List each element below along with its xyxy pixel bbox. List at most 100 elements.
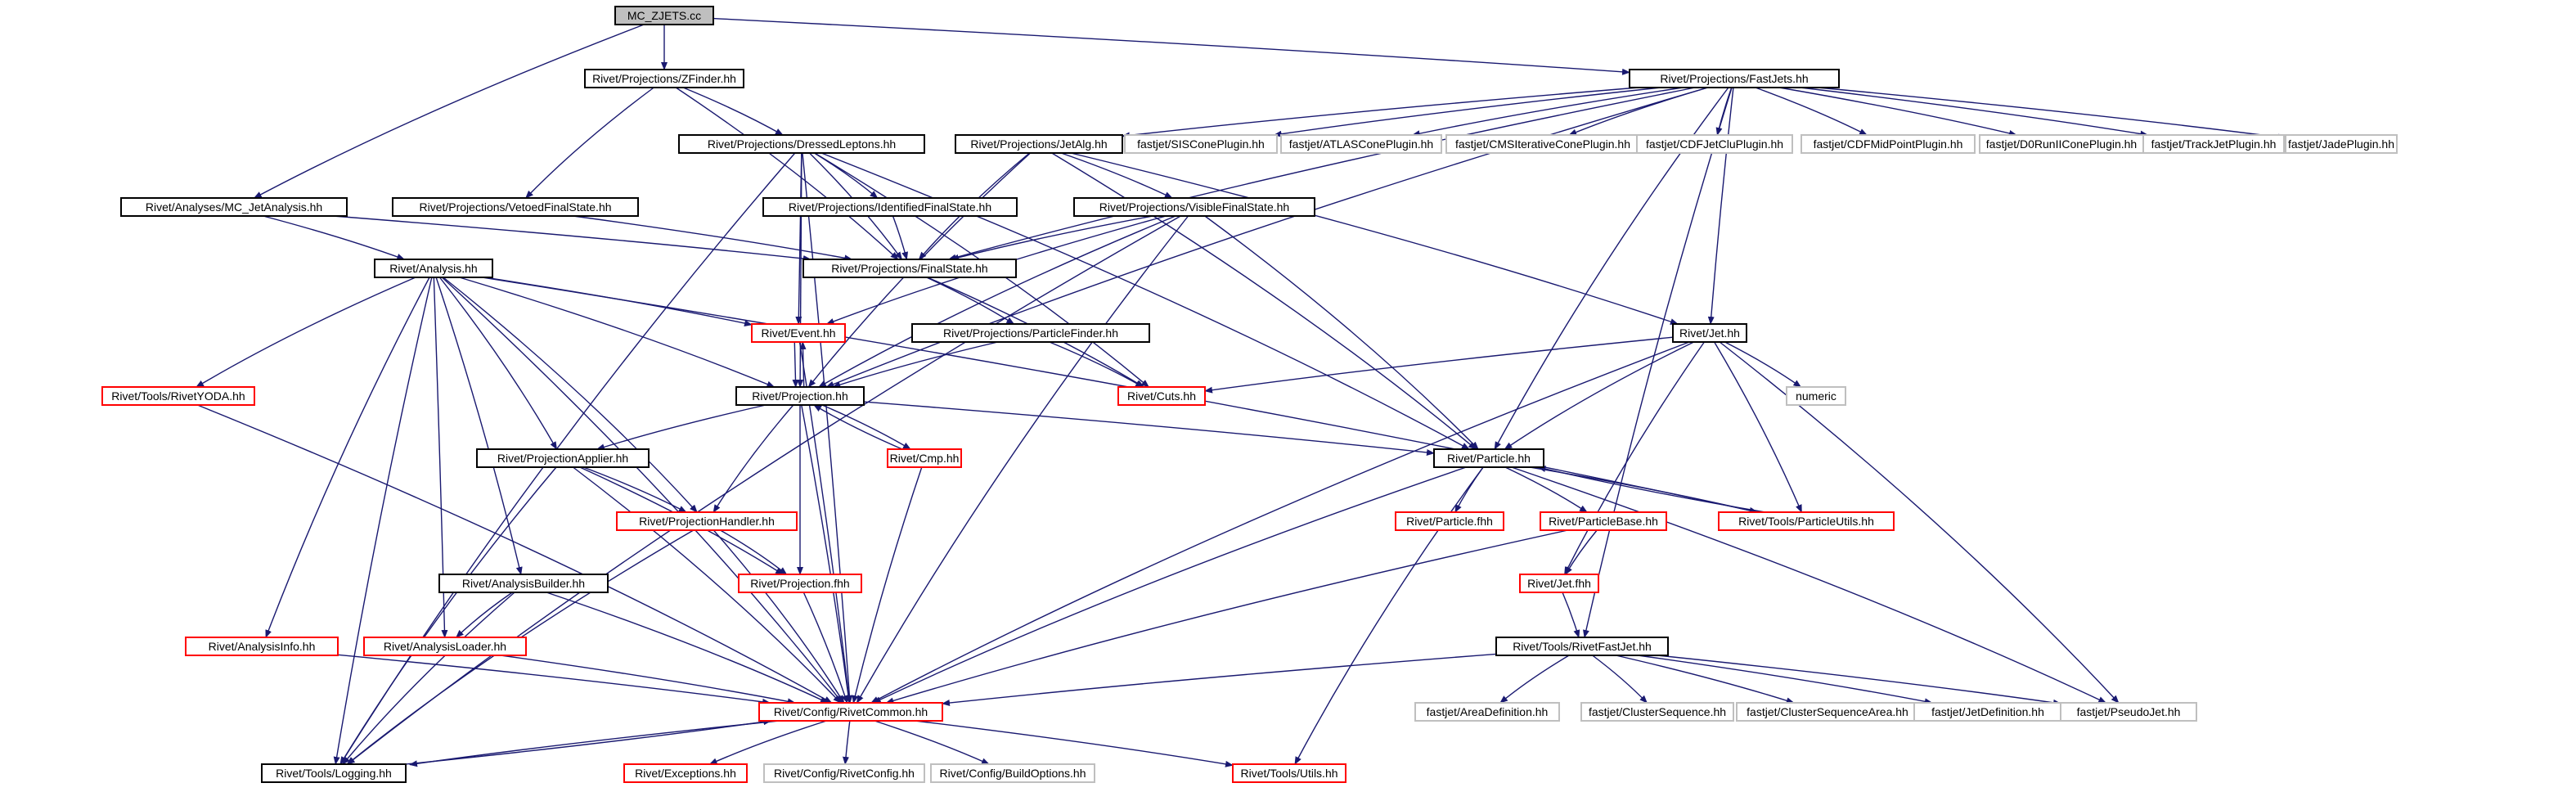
node-label-vetoedfs: Rivet/Projections/VetoedFinalState.hh (419, 200, 611, 214)
edge-fastjets-to-cdfmidpoint (1755, 87, 1868, 136)
node-event[interactable]: Rivet/Event.hh (751, 323, 846, 343)
node-box-analysisinfo (185, 637, 339, 656)
node-numeric: numeric (1786, 386, 1846, 406)
edge-particle-to-utils (1294, 466, 1484, 765)
node-box-jetalg (955, 134, 1123, 154)
node-cdfmidpoint: fastjet/CDFMidPointPlugin.hh (1801, 134, 1976, 154)
node-rivetcommon[interactable]: Rivet/Config/RivetCommon.hh (758, 702, 943, 722)
node-projection[interactable]: Rivet/Projection.hh (735, 386, 865, 406)
node-mczjets[interactable]: MC_ZJETS.cc (614, 6, 714, 25)
edge-particle-to-particlefhh (1454, 466, 1484, 513)
node-box-buildoptions (930, 763, 1095, 783)
node-box-finalstate (802, 259, 1017, 278)
node-rivetfastjet[interactable]: Rivet/Tools/RivetFastJet.hh (1495, 637, 1669, 656)
node-fastjets[interactable]: Rivet/Projections/FastJets.hh (1629, 69, 1840, 88)
node-box-analysisbuilder (438, 574, 609, 593)
node-projapplier[interactable]: Rivet/ProjectionApplier.hh (476, 448, 650, 468)
node-visiblefs[interactable]: Rivet/Projections/VisibleFinalState.hh (1073, 197, 1315, 217)
node-particlefinder[interactable]: Rivet/Projections/ParticleFinder.hh (911, 323, 1150, 343)
node-jet[interactable]: Rivet/Jet.hh (1672, 323, 1747, 343)
edge-projection-to-particle (863, 401, 1435, 456)
edge-rivetfastjet-to-areadef (1499, 655, 1570, 704)
edge-identifiedfs-to-finalstate (892, 215, 909, 260)
edge-projection-to-projapplier (596, 404, 767, 451)
edge-logging-to-rivetcommon (401, 718, 772, 766)
node-d0runii: fastjet/D0RunIIConePlugin.hh (1979, 134, 2144, 154)
edge-fastjets-to-atlascone (1411, 87, 1684, 137)
node-projfhh[interactable]: Rivet/Projection.fhh (738, 574, 862, 593)
node-exceptions[interactable]: Rivet/Exceptions.hh (623, 763, 748, 783)
node-box-particlefhh (1395, 511, 1504, 531)
node-box-cdfmidpoint (1801, 134, 1976, 154)
node-cuts[interactable]: Rivet/Cuts.hh (1117, 386, 1206, 406)
edge-cmp-to-projection (813, 404, 903, 450)
edge-rivetcommon-to-rivetconfig (842, 720, 851, 765)
node-utils[interactable]: Rivet/Tools/Utils.hh (1232, 763, 1346, 783)
node-analysis[interactable]: Rivet/Analysis.hh (374, 259, 493, 278)
node-analysisinfo[interactable]: Rivet/AnalysisInfo.hh (185, 637, 339, 656)
edge-rivetfastjet-to-rivetcommon (942, 653, 1497, 707)
node-box-jade (2285, 134, 2398, 154)
edge-particlebase-to-jetfhh (1565, 529, 1598, 575)
node-box-pseudojet (2060, 702, 2197, 722)
node-jetalg[interactable]: Rivet/Projections/JetAlg.hh (955, 134, 1123, 154)
node-label-rivetfastjet: Rivet/Tools/RivetFastJet.hh (1513, 640, 1652, 653)
edge-visiblefs-to-logging (346, 215, 1181, 765)
node-box-atlascone (1280, 134, 1442, 154)
node-label-jetalg: Rivet/Projections/JetAlg.hh (970, 137, 1107, 151)
edge-fastjets-to-trackjet (1800, 87, 2149, 137)
node-label-cuts: Rivet/Cuts.hh (1127, 389, 1196, 403)
edge-particle-to-rivetcommon (872, 466, 1467, 704)
node-siscone: fastjet/SISConePlugin.hh (1124, 134, 1278, 154)
node-dressedleptons[interactable]: Rivet/Projections/DressedLeptons.hh (678, 134, 925, 154)
node-rivetyoda[interactable]: Rivet/Tools/RivetYODA.hh (101, 386, 255, 406)
edge-rivetfastjet-to-jetdef (1638, 655, 1933, 705)
edge-fastjets-to-projection (825, 87, 1708, 388)
node-zfinder[interactable]: Rivet/Projections/ZFinder.hh (584, 69, 744, 88)
edge-rivetcommon-to-utils (915, 720, 1234, 767)
edge-analysisloader-to-rivetcommon (501, 655, 796, 705)
edge-analysis-to-logging (333, 277, 433, 765)
node-rivetconfig: Rivet/Config/RivetConfig.hh (763, 763, 925, 783)
node-label-numeric: numeric (1796, 389, 1836, 403)
node-vetoedfs[interactable]: Rivet/Projections/VetoedFinalState.hh (392, 197, 639, 217)
node-label-rivetcommon: Rivet/Config/RivetCommon.hh (774, 705, 928, 718)
edge-zfinder-to-finalstate (675, 87, 899, 260)
node-particle[interactable]: Rivet/Particle.hh (1433, 448, 1544, 468)
node-label-trackjet: fastjet/TrackJetPlugin.hh (2151, 137, 2277, 151)
edge-projhandler-to-rivetcommon (713, 529, 845, 704)
edge-jet-to-pseudojet (1719, 341, 2120, 704)
node-label-dressedleptons: Rivet/Projections/DressedLeptons.hh (708, 137, 896, 151)
node-box-jet (1672, 323, 1747, 343)
node-label-atlascone: fastjet/ATLASConePlugin.hh (1289, 137, 1433, 151)
edge-fastjets-to-jade (1817, 87, 2286, 141)
edge-rivetcommon-to-exceptions (708, 720, 827, 765)
node-identifiedfs[interactable]: Rivet/Projections/IdentifiedFinalState.h… (762, 197, 1018, 217)
edge-analysis-to-analysisinfo (265, 277, 430, 638)
node-particleutils[interactable]: Rivet/Tools/ParticleUtils.hh (1718, 511, 1895, 531)
node-label-logging: Rivet/Tools/Logging.hh (276, 767, 392, 780)
edge-fastjets-to-siscone (1273, 87, 1661, 137)
node-label-buildoptions: Rivet/Config/BuildOptions.hh (940, 767, 1086, 780)
node-logging[interactable]: Rivet/Tools/Logging.hh (261, 763, 407, 783)
node-analysisloader[interactable]: Rivet/AnalysisLoader.hh (363, 637, 527, 656)
node-label-particlefhh: Rivet/Particle.fhh (1406, 515, 1493, 528)
node-box-vetoedfs (392, 197, 639, 217)
edge-rivetcommon-to-buildoptions (874, 720, 990, 765)
node-box-cuts (1117, 386, 1206, 406)
node-analysisbuilder[interactable]: Rivet/AnalysisBuilder.hh (438, 574, 609, 593)
edge-analysis-to-projhandler (443, 277, 698, 513)
edge-jet-to-particle (1504, 341, 1694, 450)
node-jetfhh[interactable]: Rivet/Jet.fhh (1519, 574, 1599, 593)
node-mcjetanalysis[interactable]: Rivet/Analyses/MC_JetAnalysis.hh (120, 197, 348, 217)
node-particlefhh[interactable]: Rivet/Particle.fhh (1395, 511, 1504, 531)
node-particlebase[interactable]: Rivet/ParticleBase.hh (1540, 511, 1667, 531)
edge-analysisinfo-to-rivetcommon (337, 654, 771, 705)
node-label-mczjets: MC_ZJETS.cc (627, 9, 701, 22)
node-cmp[interactable]: Rivet/Cmp.hh (887, 448, 962, 468)
node-projhandler[interactable]: Rivet/ProjectionHandler.hh (616, 511, 798, 531)
node-box-event (751, 323, 846, 343)
node-finalstate[interactable]: Rivet/Projections/FinalState.hh (802, 259, 1017, 278)
node-label-projapplier: Rivet/ProjectionApplier.hh (497, 452, 628, 465)
node-label-clusterseqarea: fastjet/ClusterSequenceArea.hh (1747, 705, 1908, 718)
